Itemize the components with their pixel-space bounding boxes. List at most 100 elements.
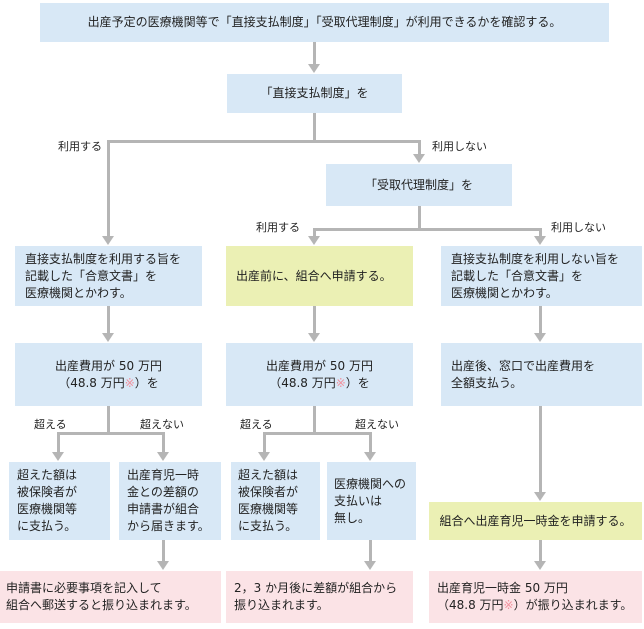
note-mark: ※ — [503, 598, 514, 612]
step-col2-apply-before: 出産前に、組合へ申請する。 — [226, 246, 413, 306]
connector-arrow — [52, 452, 64, 461]
step-text: 超えた額は — [238, 468, 299, 482]
step-col2-over: 超えた額は 被保険者が 医療機関等 に支払う。 — [231, 462, 320, 540]
step-text: 出産費用が 50 万円 — [55, 358, 162, 373]
step-text: 出産後、窓口で出産費用を — [451, 358, 596, 373]
label-exceed: 超える — [240, 418, 273, 431]
connector-arrow — [364, 561, 376, 570]
connector-arrow — [102, 333, 114, 342]
connector-line — [313, 306, 316, 333]
step-text: （48.8 万円 — [269, 375, 336, 390]
step-text: 記載した「合意文書」を — [451, 268, 584, 283]
connector-line — [418, 140, 421, 154]
connector-arrow — [308, 333, 320, 342]
step-text: 全額支払う。 — [451, 375, 523, 390]
step-col1-agreement: 直接支払制度を利用する旨を 記載した「合意文書」を 医療機関とかわす。 — [15, 246, 202, 306]
connector-arrow — [308, 64, 320, 73]
connector-arrow — [258, 452, 270, 461]
connector-arrow — [534, 333, 546, 342]
step-text: 出産予定の医療機関等で「直接支払制度」「受取代理制度」が利用できるかを確認する。 — [87, 15, 562, 29]
step-text: 記載した「合意文書」を — [25, 268, 158, 283]
step-col2-under: 医療機関への 支払いは 無し。 — [327, 462, 416, 540]
step-text: 医療機関とかわす。 — [25, 285, 132, 300]
connector-arrow — [534, 561, 546, 570]
step-text: ）を — [345, 375, 370, 390]
connector-arrow — [413, 154, 425, 163]
connector-line — [313, 406, 316, 434]
connector-arrow — [534, 236, 546, 245]
connector-line — [418, 206, 421, 230]
step-text: 無し。 — [334, 510, 371, 525]
step-text: 被保険者が — [17, 485, 78, 499]
result-col3: 出産育児一時金 50 万円 （48.8 万円※）が振り込まれます。 — [429, 571, 642, 623]
step-text: 被保険者が — [238, 485, 299, 499]
result-text: ）が振り込まれます。 — [513, 598, 633, 612]
step-col3-pay-full: 出産後、窓口で出産費用を 全額支払う。 — [441, 343, 642, 406]
connector-line — [107, 140, 110, 236]
step-text: 「直接支払制度」を — [260, 86, 369, 100]
step-text: から届きます。 — [127, 519, 210, 533]
step-confirm-clinic: 出産予定の医療機関等で「直接支払制度」「受取代理制度」が利用できるかを確認する。 — [40, 3, 609, 42]
connector-line — [369, 432, 372, 452]
connector-line — [162, 540, 165, 561]
connector-line — [162, 432, 165, 452]
step-text: 金との差額の — [127, 485, 199, 499]
step-text: 医療機関とかわす。 — [451, 285, 558, 300]
step-text: 出産費用が 50 万円 — [266, 358, 373, 373]
step-text: 申請書が組合 — [127, 502, 200, 516]
step-col3-agreement: 直接支払制度を利用しない旨を 記載した「合意文書」を 医療機関とかわす。 — [441, 246, 642, 306]
step-text: ）を — [134, 375, 159, 390]
connector-line — [539, 306, 542, 333]
result-text: 2，3 か月後に差額が組合から — [234, 581, 398, 595]
step-text: 出産前に、組合へ申請する。 — [236, 268, 392, 283]
step-text: 医療機関等 — [238, 502, 299, 516]
connector-line — [107, 306, 110, 333]
step-text: 直接支払制度を利用しない旨を — [451, 251, 620, 266]
step-text: 医療機関への — [334, 476, 407, 491]
step-text: 超えた額は — [17, 468, 78, 482]
connector-line — [263, 432, 372, 435]
result-text: 組合へ郵送すると振り込まれます。 — [6, 598, 197, 612]
label-not-exceed: 超えない — [140, 418, 184, 431]
step-col1-cost: 出産費用が 50 万円 （48.8 万円※）を — [15, 343, 202, 406]
step-col2-cost: 出産費用が 50 万円 （48.8 万円※）を — [226, 343, 413, 406]
connector-line — [313, 228, 542, 231]
connector-arrow — [157, 452, 169, 461]
result-text: 振り込まれます。 — [234, 598, 329, 612]
connector-line — [539, 406, 542, 492]
label-not-use: 利用しない — [551, 221, 606, 234]
connector-line — [313, 113, 316, 142]
result-col1: 申請書に必要事項を記入して 組合へ郵送すると振り込まれます。 — [0, 571, 221, 623]
label-not-exceed: 超えない — [355, 418, 399, 431]
label-not-use: 利用しない — [432, 140, 487, 153]
step-proxy-receipt: 「受取代理制度」を — [326, 164, 512, 206]
step-col1-under: 出産育児一時 金との差額の 申請書が組合 から届きます。 — [119, 462, 221, 540]
step-text: 出産育児一時 — [127, 468, 200, 482]
connector-line — [107, 406, 110, 434]
result-col2: 2，3 か月後に差額が組合から 振り込まれます。 — [226, 571, 413, 623]
step-text: 直接支払制度を利用する旨を — [25, 251, 182, 266]
label-use: 利用する — [256, 221, 300, 234]
step-text: 「受取代理制度」を — [364, 177, 473, 192]
connector-line — [539, 228, 542, 236]
note-mark: ※ — [335, 375, 346, 390]
step-text: に支払う。 — [17, 519, 77, 533]
label-exceed: 超える — [34, 418, 67, 431]
step-text: 組合へ出産育児一時金を申請する。 — [439, 513, 632, 528]
connector-arrow — [102, 236, 114, 245]
connector-line — [313, 228, 316, 236]
connector-line — [263, 432, 266, 452]
result-text: 出産育児一時金 50 万円 — [437, 581, 568, 595]
connector-line — [539, 540, 542, 561]
note-mark: ※ — [124, 375, 135, 390]
connector-arrow — [364, 452, 376, 461]
connector-arrow — [157, 561, 169, 570]
step-direct-payment: 「直接支払制度」を — [227, 74, 402, 113]
connector-line — [313, 42, 316, 64]
step-text: 医療機関等 — [17, 502, 78, 516]
connector-line — [369, 540, 372, 561]
connector-arrow — [534, 492, 546, 501]
step-text: 支払いは — [334, 493, 383, 508]
result-text: （48.8 万円 — [437, 598, 504, 612]
step-text: に支払う。 — [238, 519, 298, 533]
